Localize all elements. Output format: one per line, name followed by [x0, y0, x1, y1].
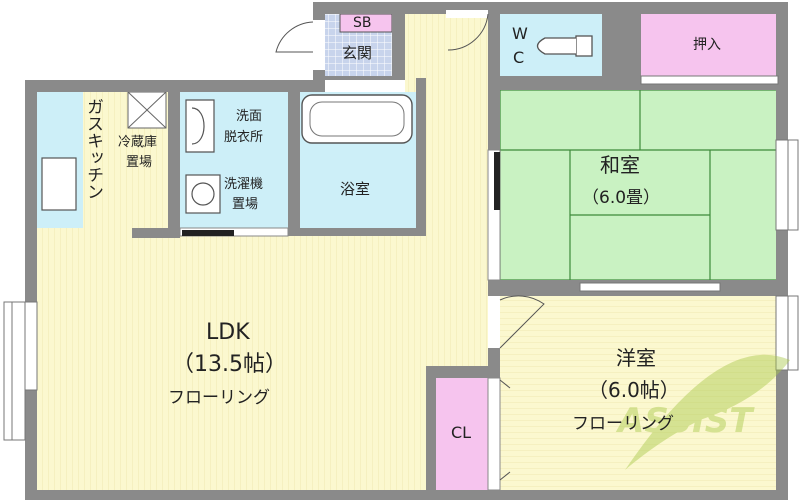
youshitsu-size-label: （6.0帖）: [588, 378, 680, 402]
washing-machine-label-1: 洗濯機: [224, 177, 264, 192]
washitsu-tatami: [499, 89, 779, 281]
cl-label: CL: [451, 423, 472, 442]
toilet: [536, 35, 593, 57]
youshitsu-floor: [500, 296, 778, 490]
kitchen-sink: [41, 157, 77, 211]
gas-kitchen-label: ガスキッチン: [83, 98, 103, 200]
sb-label: SB: [353, 15, 372, 31]
oshiire-floor: [641, 14, 778, 76]
washing-machine-label-2: 置場: [232, 197, 259, 212]
assist-watermark: ASSIST: [615, 354, 790, 470]
fridge-label-2: 置場: [126, 155, 153, 170]
windows: [3, 75, 799, 441]
washitsu-size-label: （6.0畳）: [582, 188, 661, 208]
ldk-size-label: （13.5帖）: [172, 352, 287, 377]
washroom-label-1: 洗面: [236, 109, 263, 124]
washbasin: [185, 99, 215, 153]
bathroom-label: 浴室: [340, 180, 371, 198]
wc-c-label: C: [513, 48, 525, 67]
fridge-label-1: 冷蔵庫: [118, 135, 158, 150]
wc-w-label: W: [512, 24, 528, 43]
oshiire-label: 押入: [693, 37, 721, 53]
fridge-space: [127, 91, 167, 129]
washitsu-label: 和室: [600, 153, 640, 177]
bathtub: [301, 94, 413, 144]
washroom-label-2: 脱衣所: [224, 130, 264, 145]
genkan-label: 玄関: [342, 44, 373, 62]
ldk-floor: [37, 228, 497, 490]
watermark-text: ASSIST: [615, 401, 755, 441]
ldk-label: LDK: [206, 320, 250, 345]
youshitsu-label: 洋室: [616, 346, 656, 370]
youshitsu-floor-label: フローリング: [572, 414, 674, 434]
doors: [179, 10, 545, 491]
washing-machine-space: [185, 174, 221, 214]
cl-floor: [436, 378, 494, 490]
ldk-floor-label: フローリング: [168, 388, 270, 408]
